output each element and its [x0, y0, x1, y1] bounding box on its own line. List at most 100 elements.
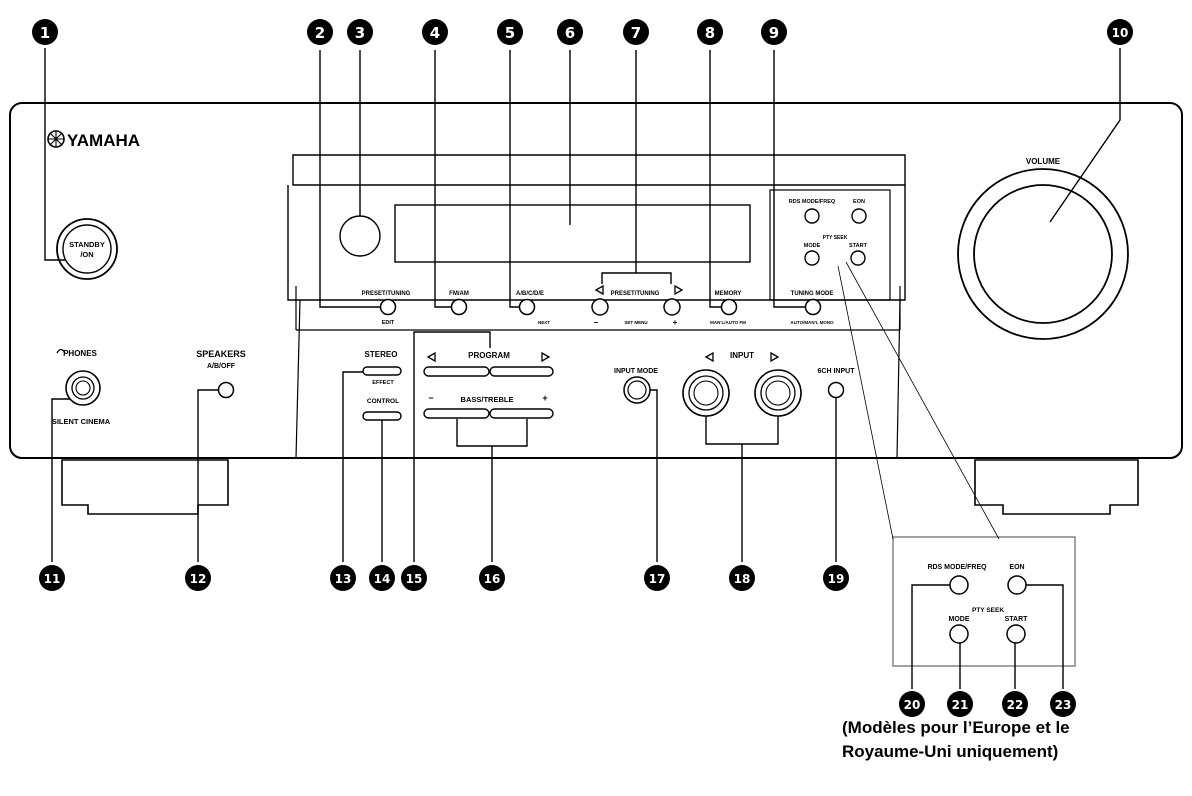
svg-text:22: 22 [1007, 698, 1024, 712]
left-foot [61, 459, 229, 515]
inset-box [892, 536, 1076, 667]
leader-lines [44, 48, 1121, 689]
callout-22: 22 [1002, 691, 1028, 717]
memory-button[interactable]: MEMORY MAN'L/AUTO FM [710, 291, 746, 325]
callout-18: 18 [729, 565, 755, 591]
callout-17: 17 [644, 565, 670, 591]
callout-16: 16 [479, 565, 505, 591]
stereo-effect-button[interactable]: STEREO EFFECT [362, 350, 402, 386]
svg-text:16: 16 [484, 572, 501, 586]
svg-text:19: 19 [828, 572, 845, 586]
inset-rds-button[interactable] [949, 575, 969, 595]
memory-sub-label: MAN'L/AUTO FM [710, 320, 746, 325]
svg-text:3: 3 [355, 24, 365, 42]
phones-label: PHONES [63, 349, 97, 358]
inset-eon-button[interactable] [1007, 575, 1027, 595]
preset-tuning-edit-button[interactable]: PRESET/TUNING EDIT [362, 291, 411, 326]
bass-treble-plus-label: + [542, 393, 547, 403]
callout-3: 3 [347, 19, 373, 45]
tuning-mode-button[interactable]: TUNING MODE AUTO/MAN'L MONO [790, 291, 834, 325]
callout-2: 2 [307, 19, 333, 45]
program-right-arrow-icon [541, 351, 551, 363]
input-mode-label: INPUT MODE [614, 368, 658, 375]
front-panel [9, 102, 1183, 459]
preset-tuning-arrows: PRESET/TUNING SET MENU − + [594, 284, 684, 327]
speakers-button[interactable]: SPEAKERS A/B/OFF [196, 349, 246, 399]
abcde-next-button[interactable]: A/B/C/D/E NEXT [516, 291, 550, 325]
effect-label: EFFECT [372, 380, 394, 386]
speakers-label: SPEAKERS [196, 349, 246, 359]
callout-13: 13 [330, 565, 356, 591]
fm-am-label: FM/AM [449, 291, 469, 297]
volume-knob[interactable] [973, 184, 1113, 324]
callout-19: 19 [823, 565, 849, 591]
program-left-button[interactable] [423, 366, 490, 377]
bass-treble-plus-button[interactable] [489, 408, 554, 419]
svg-text:17: 17 [649, 572, 666, 586]
callout-4: 4 [422, 19, 448, 45]
minus-label: − [594, 318, 599, 327]
phones-jack[interactable]: PHONES SILENT CINEMA [52, 348, 111, 426]
inset-start-button[interactable] [1006, 624, 1026, 644]
preset-tuning-minus-button[interactable] [591, 298, 609, 316]
svg-text:15: 15 [406, 572, 423, 586]
eon-button[interactable] [851, 208, 867, 224]
bass-treble-minus-button[interactable] [423, 408, 490, 419]
rds-mode-freq-button[interactable] [804, 208, 820, 224]
caption-line-2: Royaume-Uni uniquement) [842, 742, 1059, 761]
set-menu-label: SET MENU [624, 320, 647, 325]
svg-text:14: 14 [374, 572, 391, 586]
headphones-icon [56, 348, 66, 354]
fm-am-button[interactable]: FM/AM [449, 291, 469, 316]
edit-label: EDIT [382, 320, 395, 326]
standby-label: STANDBY [69, 240, 105, 249]
plus-label: + [673, 318, 678, 327]
bass-treble-minus-label: − [428, 393, 433, 403]
caption-line-1: (Modèles pour l’Europe et le [842, 718, 1070, 737]
inset-caption: (Modèles pour l’Europe et le Royaume-Uni… [842, 716, 1187, 764]
pty-mode-button[interactable] [804, 250, 820, 266]
inset-rds-label: RDS MODE/FREQ [927, 564, 987, 571]
standby-label-on: /ON [80, 250, 93, 259]
callout-23: 23 [1050, 691, 1076, 717]
six-ch-input-button[interactable]: 6CH INPUT [818, 368, 856, 399]
input-label: INPUT [730, 351, 754, 360]
next-label: NEXT [538, 320, 550, 325]
tuning-mode-sub-label: AUTO/MAN'L MONO [790, 320, 834, 325]
callout-11: 11 [39, 565, 65, 591]
callout-12: 12 [185, 565, 211, 591]
callout-6: 6 [557, 19, 583, 45]
standby-on-button[interactable]: STANDBY /ON [56, 218, 118, 280]
inset-mode-button[interactable] [949, 624, 969, 644]
input-right-knob[interactable] [754, 369, 802, 417]
svg-text:12: 12 [190, 572, 207, 586]
inset-pty-seek-label: PTY SEEK [972, 607, 1004, 614]
input-right-arrow-icon [770, 351, 780, 363]
preset-tuning-plus-button[interactable] [663, 298, 681, 316]
pty-seek-label: PTY SEEK [823, 235, 848, 241]
six-ch-input-label: 6CH INPUT [818, 368, 856, 375]
inset-start-label: START [1005, 616, 1029, 623]
input-left-arrow-icon [704, 351, 714, 363]
svg-text:6: 6 [565, 24, 575, 42]
speakers-sub-label: A/B/OFF [207, 363, 236, 370]
callout-7: 7 [623, 19, 649, 45]
stereo-label: STEREO [365, 350, 398, 359]
remote-sensor [339, 215, 381, 257]
input-mode-button[interactable]: INPUT MODE [614, 368, 658, 404]
svg-text:20: 20 [904, 698, 921, 712]
rds-mode-freq-label: RDS MODE/FREQ [789, 199, 836, 205]
svg-text:1: 1 [40, 24, 50, 42]
svg-text:18: 18 [734, 572, 751, 586]
input-left-knob[interactable] [682, 369, 730, 417]
callout-1: 1 [32, 19, 58, 45]
callout-10: 10 [1107, 19, 1133, 45]
door-edge-left [295, 299, 301, 459]
pty-start-button[interactable] [850, 250, 866, 266]
inset-mode-label: MODE [949, 616, 970, 623]
inset-eon-label: EON [1009, 564, 1024, 571]
svg-text:11: 11 [44, 572, 61, 586]
memory-label: MEMORY [715, 291, 742, 297]
program-right-button[interactable] [489, 366, 554, 377]
callout-20: 20 [899, 691, 925, 717]
